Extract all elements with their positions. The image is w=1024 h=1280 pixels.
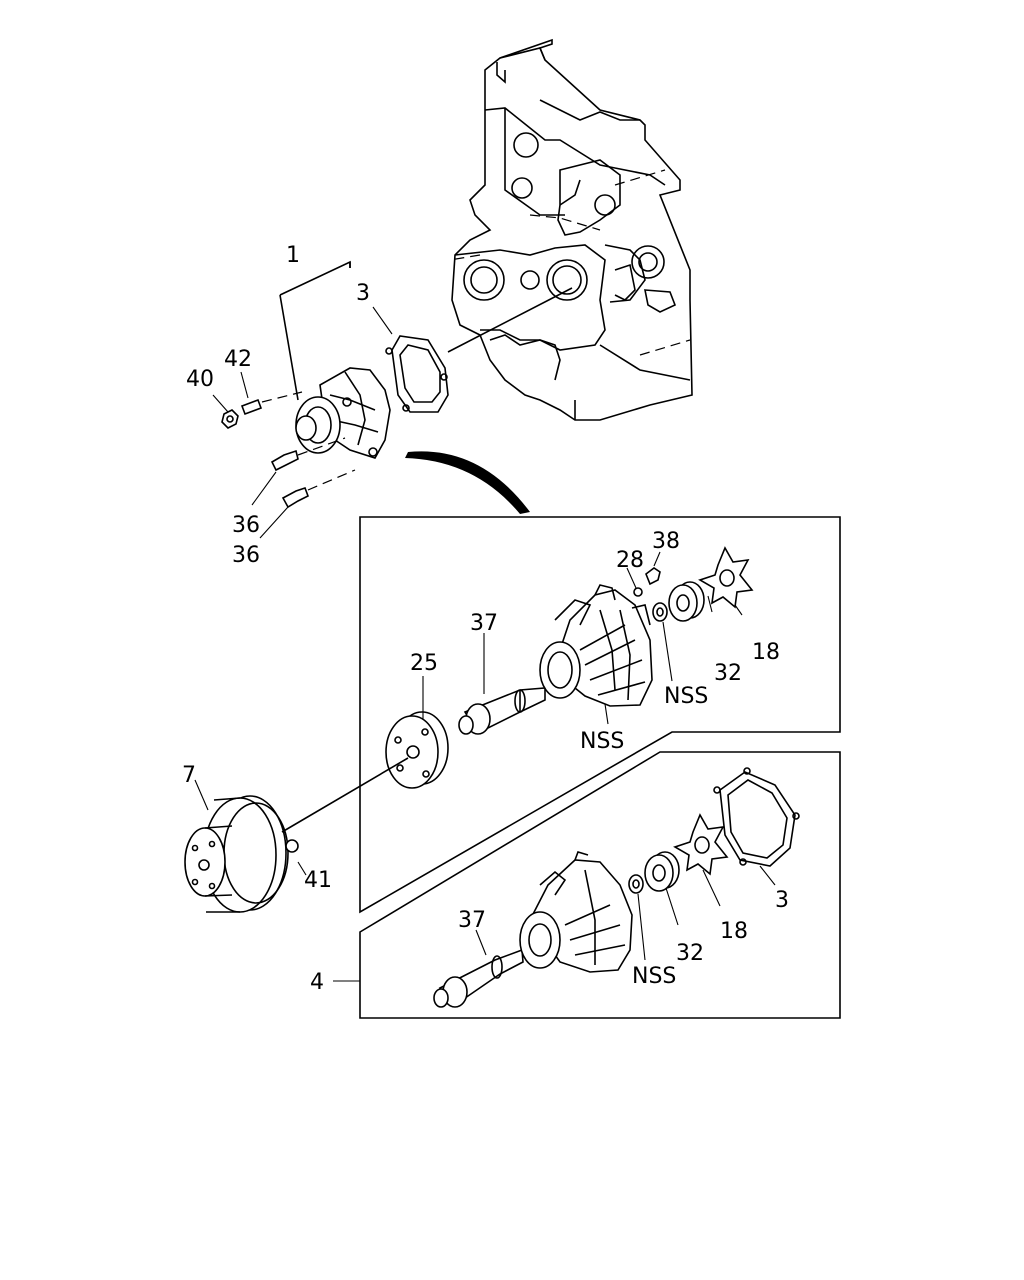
- callout-28: 28: [616, 548, 644, 573]
- callout-38: 38: [652, 529, 680, 554]
- callout-18-top: 18: [752, 640, 780, 665]
- seal-ring-icon: [628, 874, 644, 894]
- callout-42: 42: [224, 347, 252, 372]
- nut-41-icon: [285, 839, 299, 853]
- mechanical-seal-icon: [668, 581, 705, 622]
- impeller-icon: [673, 813, 729, 876]
- callout-37-top: 37: [470, 611, 498, 636]
- callout-36-b: 36: [232, 543, 260, 568]
- callout-40: 40: [186, 367, 214, 392]
- callout-1: 1: [286, 243, 300, 268]
- bolt-36-upper-icon: [270, 449, 299, 472]
- engine-block-icon: [449, 38, 693, 421]
- flange-hub-icon: [385, 711, 449, 789]
- callout-32-bottom: 32: [676, 941, 704, 966]
- callout-36-a: 36: [232, 513, 260, 538]
- plug-38-icon: [645, 567, 661, 586]
- bolt-36-lower-icon: [281, 486, 310, 509]
- callout-nss-top-b: NSS: [580, 729, 624, 754]
- pump-housing-icon: [539, 584, 653, 707]
- callout-nss-top-a: NSS: [664, 684, 708, 709]
- callout-37-bottom: 37: [458, 908, 486, 933]
- mechanical-seal-icon: [644, 851, 680, 892]
- pulley-icon: [184, 795, 289, 913]
- bolt-42-icon: [240, 398, 263, 416]
- nut-40-icon: [221, 409, 239, 429]
- callout-7: 7: [182, 763, 196, 788]
- water-pump-icon: [295, 367, 391, 459]
- callout-nss-bottom: NSS: [632, 964, 676, 989]
- seal-ring-icon: [652, 602, 668, 622]
- detail-frame-bottom: [359, 751, 841, 1019]
- callout-18-bottom: 18: [720, 919, 748, 944]
- bearing-shaft-icon: [458, 687, 546, 735]
- impeller-icon: [698, 546, 754, 609]
- detail-frame-top: [359, 516, 841, 914]
- pump-housing-icon: [519, 851, 633, 973]
- bearing-shaft-icon: [433, 948, 524, 1008]
- callout-25: 25: [410, 651, 438, 676]
- gasket-icon: [713, 767, 800, 867]
- callout-3-bottom: 3: [775, 888, 789, 913]
- washer-28-icon: [633, 587, 643, 597]
- callout-4: 4: [310, 970, 324, 995]
- callout-32-top: 32: [714, 661, 742, 686]
- gasket-icon: [385, 335, 449, 413]
- callout-41: 41: [304, 868, 332, 893]
- callout-3-top: 3: [356, 281, 370, 306]
